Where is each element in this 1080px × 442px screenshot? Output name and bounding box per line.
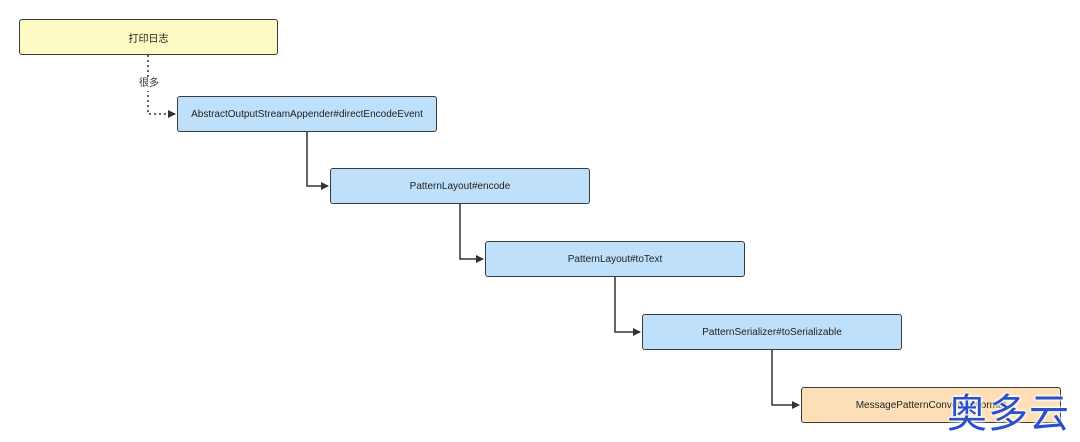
connector-encode-to-totext [459,204,484,263]
connector-totext-to-serializer [614,277,641,336]
node-pattern-layout-to-text: PatternLayout#toText [485,241,745,277]
connector-log-to-appender [147,55,176,118]
node-pattern-layout-encode: PatternLayout#encode [330,168,590,204]
node-message-pattern-converter-format: MessagePatternConverter#format [801,387,1061,423]
node-direct-encode-event: AbstractOutputStreamAppender#directEncod… [177,96,437,132]
node-pattern-serializer-to-serializable: PatternSerializer#toSerializable [642,314,902,350]
connector-appender-to-encode [306,132,329,190]
node-print-log: 打印日志 [19,19,278,55]
connector-serializer-to-format [771,350,800,409]
watermark: 奥多云 [947,391,1070,437]
edge-label-many: 很多 [137,77,161,91]
